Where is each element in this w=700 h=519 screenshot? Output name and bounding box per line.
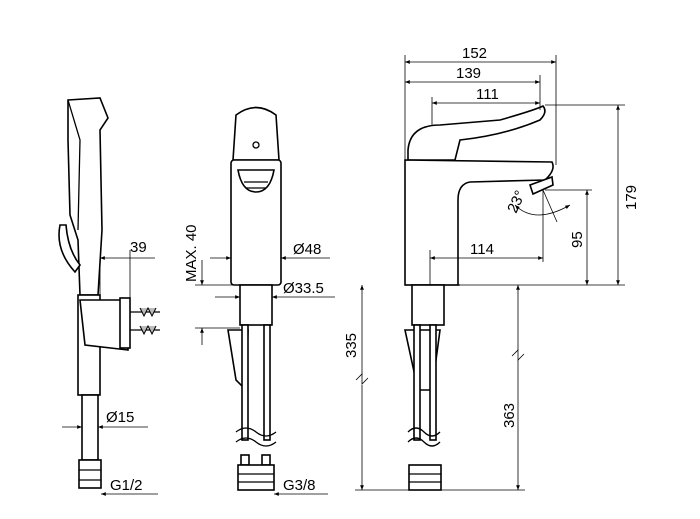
label-335: 335 <box>343 333 360 358</box>
label-d33-5: Ø33.5 <box>283 280 324 297</box>
dimension-angle-23: 23° <box>504 188 571 225</box>
faucet-front-view <box>227 106 282 491</box>
label-139: 139 <box>456 65 481 82</box>
label-363: 363 <box>501 403 518 428</box>
label-111: 111 <box>476 86 499 103</box>
label-g12: G1/2 <box>110 477 143 494</box>
label-114: 114 <box>470 241 494 258</box>
dimension-39: 39 <box>99 239 155 300</box>
label-23-degrees: 23° <box>504 188 529 216</box>
dimension-152: 152 <box>404 45 557 165</box>
dimension-111: 111 <box>431 86 540 125</box>
dimension-139: 139 <box>405 65 541 110</box>
dimension-95: 95 <box>545 189 592 285</box>
label-39: 39 <box>130 239 147 256</box>
label-95: 95 <box>569 231 586 248</box>
dimension-d48: Ø48 <box>210 241 330 260</box>
dimension-335: 335 <box>343 285 410 491</box>
dimension-max40: MAX. 40 <box>183 224 240 345</box>
label-max40: MAX. 40 <box>183 224 200 282</box>
dimension-114: 114 <box>429 225 544 285</box>
dimension-g38: G3/8 <box>274 477 328 496</box>
dimension-g12: G1/2 <box>101 477 158 496</box>
label-g38: G3/8 <box>283 477 316 494</box>
dimension-179: 179 <box>460 104 640 286</box>
label-152: 152 <box>462 45 487 62</box>
label-d48: Ø48 <box>293 241 321 258</box>
hand-shower-view <box>58 97 160 489</box>
label-179: 179 <box>623 185 640 210</box>
dimension-d15: Ø15 <box>62 409 148 429</box>
faucet-side-view <box>404 105 554 491</box>
dimension-d33-5: Ø33.5 <box>215 280 335 299</box>
dimension-363: 363 <box>441 285 525 491</box>
label-d15: Ø15 <box>106 409 134 426</box>
